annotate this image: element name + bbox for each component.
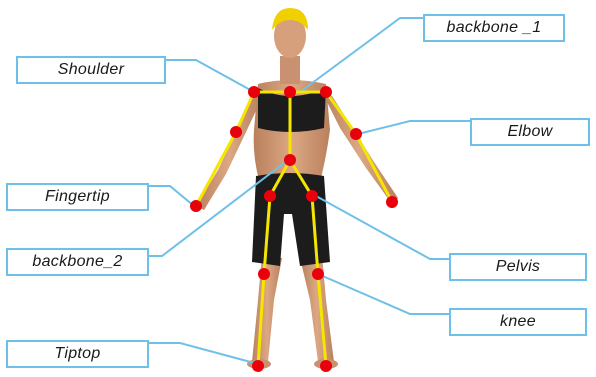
leader-line-tiptop — [149, 343, 258, 364]
joint-right-tiptop — [320, 360, 332, 372]
joint-left-elbow — [230, 126, 242, 138]
joint-right-shoulder — [320, 86, 332, 98]
label-backbone-2: backbone_2 — [6, 248, 149, 276]
leader-line-elbow — [358, 121, 470, 134]
label-shoulder: Shoulder — [16, 56, 166, 84]
label-tiptop: Tiptop — [6, 340, 149, 368]
label-fingertip: Fingertip — [6, 183, 149, 211]
leader-line-knee — [318, 274, 449, 314]
joint-left-knee — [258, 268, 270, 280]
joint-left-pelvis — [264, 190, 276, 202]
joint-right-fingertip — [386, 196, 398, 208]
label-pelvis: Pelvis — [449, 253, 587, 281]
leader-line-backbone1 — [300, 18, 423, 92]
label-backbone-1: backbone _1 — [423, 14, 565, 42]
label-elbow: Elbow — [470, 118, 590, 146]
human-figure — [196, 8, 398, 369]
bone-right-forearm — [356, 134, 392, 202]
neck — [280, 56, 300, 84]
joint-left-shoulder — [248, 86, 260, 98]
shorts-garment — [252, 173, 330, 266]
joint-left-fingertip — [190, 200, 202, 212]
leader-line-shoulder — [166, 60, 254, 92]
label-knee: knee — [449, 308, 587, 336]
joint-left-tiptop — [252, 360, 264, 372]
left-arm — [196, 92, 262, 210]
joint-backbone-1 — [284, 86, 296, 98]
right-arm — [322, 92, 398, 204]
joint-right-knee — [312, 268, 324, 280]
leader-line-pelvis — [316, 196, 449, 259]
joint-right-pelvis — [306, 190, 318, 202]
joint-right-elbow — [350, 128, 362, 140]
joint-backbone-2 — [284, 154, 296, 166]
bone-left-forearm — [196, 132, 236, 206]
leader-line-fingertip — [149, 186, 194, 206]
